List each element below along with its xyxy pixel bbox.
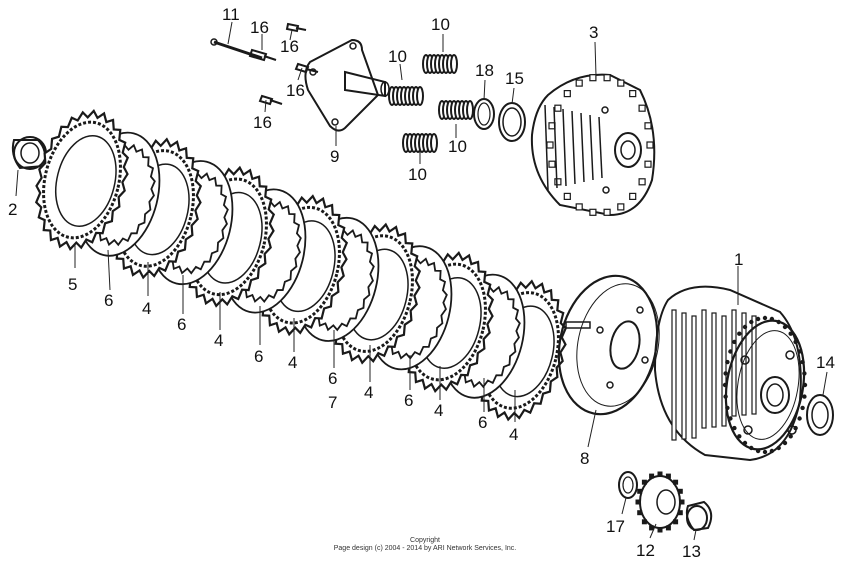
callout-1: 1	[734, 250, 743, 269]
callout-4: 4	[364, 383, 373, 402]
callout-17: 17	[606, 517, 625, 536]
lock-washer-part	[498, 102, 526, 142]
callout-3: 3	[589, 23, 598, 42]
callout-8: 8	[580, 449, 589, 468]
callout-7: 7	[328, 393, 337, 412]
lifter-rod-part	[210, 38, 263, 60]
callout-4: 4	[434, 401, 443, 420]
clutch-springs	[388, 54, 474, 153]
callout-10: 10	[448, 137, 467, 156]
callout-5: 5	[68, 275, 77, 294]
collar-part	[11, 136, 47, 170]
callout-6: 6	[478, 413, 487, 432]
callout-4: 4	[509, 425, 518, 444]
callout-labels: 11 16 16 16 16 9 10 10 10 10 18 15 3 2 1…	[8, 5, 835, 561]
copyright-label: Copyright	[410, 537, 440, 544]
spring-part	[422, 54, 458, 74]
callout-10: 10	[408, 165, 427, 184]
callout-10: 10	[388, 47, 407, 66]
spring-part	[402, 133, 438, 153]
leader-lines	[15, 21, 828, 541]
callout-18: 18	[475, 61, 494, 80]
spring-part	[388, 86, 424, 106]
lifter-plate-part	[304, 38, 390, 132]
clutch-plate-stack	[34, 109, 568, 422]
callout-16: 16	[250, 18, 269, 37]
callout-6: 6	[254, 347, 263, 366]
callout-4: 4	[214, 331, 223, 350]
spring-part	[438, 100, 474, 120]
bushing-part	[685, 500, 713, 532]
callout-4: 4	[288, 353, 297, 372]
callout-6: 6	[328, 369, 337, 388]
callout-9: 9	[330, 147, 339, 166]
callout-4: 4	[142, 299, 151, 318]
callout-2: 2	[8, 200, 17, 219]
callout-16: 16	[280, 37, 299, 56]
callout-13: 13	[682, 542, 701, 561]
callout-16: 16	[253, 113, 272, 132]
circlip-part	[618, 471, 638, 499]
thrust-washer-part	[806, 394, 834, 436]
callout-6: 6	[404, 391, 413, 410]
callout-6: 6	[177, 315, 186, 334]
callout-15: 15	[505, 69, 524, 88]
clutch-outer-part	[653, 285, 808, 462]
primary-gear-part	[635, 471, 685, 533]
friction-disc	[34, 109, 130, 251]
bolts-part	[248, 22, 319, 106]
callout-10: 10	[431, 15, 450, 34]
snap-ring-part	[473, 98, 495, 130]
callout-11: 11	[222, 5, 240, 24]
page-design-credit: Page design (c) 2004 - 2014 by ARI Netwo…	[333, 545, 517, 552]
callout-16: 16	[286, 81, 305, 100]
callout-6: 6	[104, 291, 113, 310]
callout-12: 12	[636, 541, 655, 560]
clutch-center-part	[530, 73, 656, 217]
callout-14: 14	[816, 353, 835, 372]
